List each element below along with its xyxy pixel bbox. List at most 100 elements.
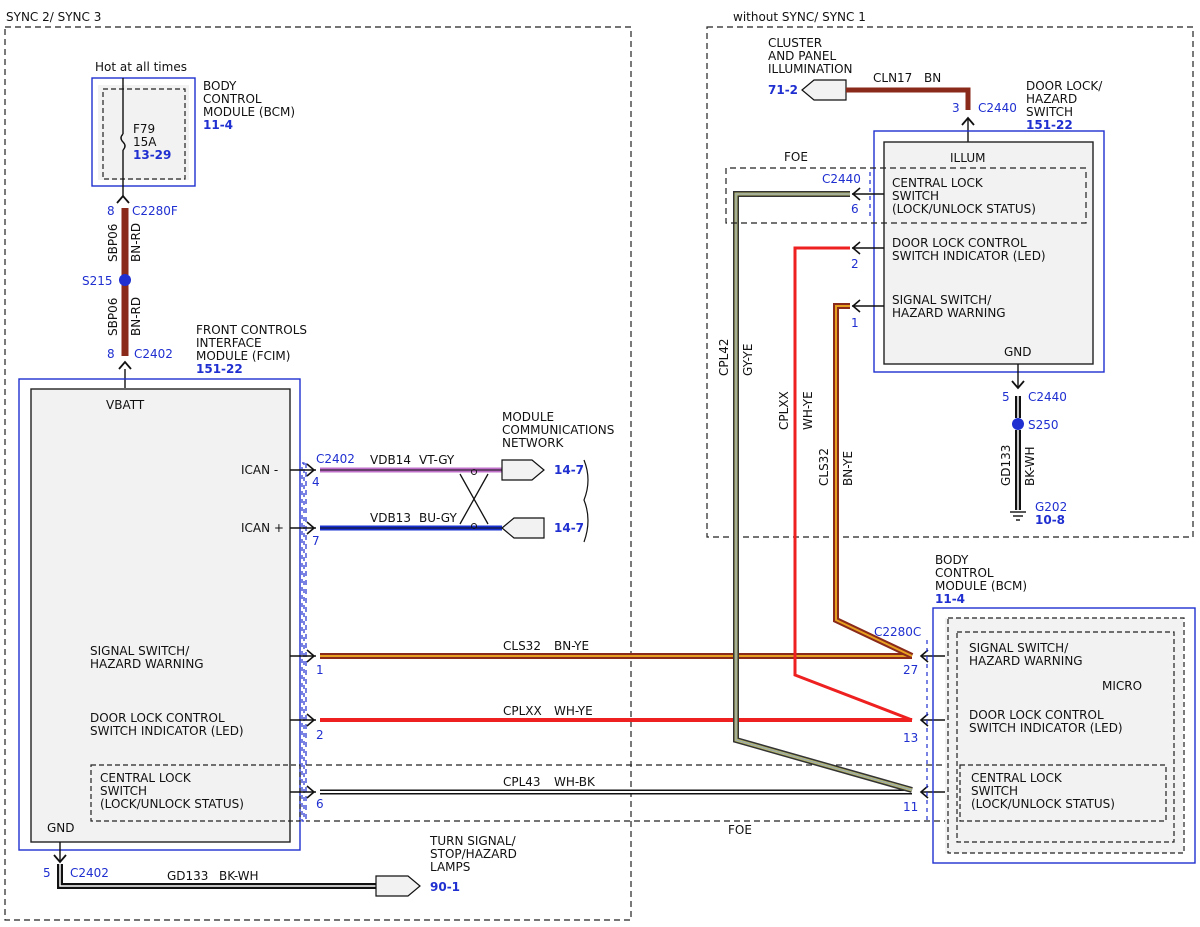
dlhs-signal-switch-2: HAZARD WARNING [892, 306, 1006, 320]
turn-signal-label-1: TURN SIGNAL/ [429, 834, 517, 848]
fcim-vbatt: VBATT [106, 398, 145, 412]
turn-signal-label-3: LAMPS [430, 860, 470, 874]
vdb14-color: VT-GY [419, 453, 455, 467]
fcim-central-lock-2: SWITCH [100, 784, 147, 798]
dlhs-illum: ILLUM [950, 151, 985, 165]
pin-6-left: 6 [316, 797, 324, 811]
fcim-signal-switch-1: SIGNAL SWITCH/ [90, 644, 190, 658]
dlhs-module [873, 130, 1105, 373]
splice-s250-label: S250 [1028, 418, 1059, 432]
gd133-left-circuit: GD133 [167, 869, 208, 883]
cls32-circuit: CLS32 [503, 639, 541, 653]
gd133-right-circuit: GD133 [999, 445, 1013, 486]
network-ref-2[interactable]: 14-7 [554, 521, 584, 535]
connector-c2280f: C2280F [132, 204, 178, 218]
gd133-right-color: BK-WH [1023, 446, 1037, 486]
dlhs-pin-arrows [851, 187, 884, 313]
splice-s215 [119, 274, 131, 286]
bnrd-color-1: BN-RD [129, 223, 143, 262]
fuse-ref[interactable]: 13-29 [133, 148, 171, 162]
splice-s250 [1012, 418, 1024, 430]
pin-5-right: 5 [1002, 390, 1010, 404]
bcm-central-lock-3: (LOCK/UNLOCK STATUS) [971, 797, 1115, 811]
ground-symbol [1010, 511, 1026, 521]
connector-c2440-top: C2440 [978, 101, 1017, 115]
c2440-gnd-arrow [1011, 380, 1025, 390]
connector-c2280f-arrow [116, 194, 130, 204]
vdb14-circuit: VDB14 [370, 453, 411, 467]
pin-1-right: 1 [851, 316, 859, 330]
cplxx-v-circuit: CPLXX [777, 391, 791, 430]
network-label-1: MODULE [502, 410, 554, 424]
cplxx-color: WH-YE [554, 704, 593, 718]
foe-top-frame [725, 167, 1087, 224]
gd133-left-color: BK-WH [219, 869, 259, 883]
bcm-signal-switch-2: HAZARD WARNING [969, 654, 1083, 668]
wire-cln17 [846, 87, 971, 110]
bcm-micro: MICRO [1102, 679, 1142, 693]
pin-2-right: 2 [851, 257, 859, 271]
bnrd-color-2: BN-RD [129, 297, 143, 336]
wire-cpl43 [290, 785, 958, 799]
illum-connector-shape [801, 79, 847, 101]
pin-8-top: 8 [107, 204, 115, 218]
splice-s215-label: S215 [82, 274, 113, 288]
dlhs-central-lock-3: (LOCK/UNLOCK STATUS) [892, 202, 1036, 216]
fuse-name: F79 [133, 122, 155, 136]
pin-27: 27 [903, 663, 918, 677]
cls32-v-circuit: CLS32 [817, 448, 831, 486]
bcm-central-lock-1: CENTRAL LOCK [971, 771, 1063, 785]
connector-c2440-gnd: C2440 [1028, 390, 1067, 404]
connector-c2402-column [301, 462, 305, 822]
pin-6-right: 6 [851, 202, 859, 216]
pin-11: 11 [903, 800, 918, 814]
dlhs-label-2: HAZARD [1026, 92, 1077, 106]
bcm-door-lock-1: DOOR LOCK CONTROL [969, 708, 1104, 722]
connector-c2440-mid: C2440 [822, 172, 861, 186]
wire-gd133-left [57, 864, 421, 897]
wire-cplxx [290, 246, 958, 727]
bcm-bottom-label-2: CONTROL [935, 566, 994, 580]
bcm-top-ref[interactable]: 11-4 [203, 118, 233, 132]
network-label-2: COMMUNICATIONS [502, 423, 614, 437]
fcim-signal-switch-2: HAZARD WARNING [90, 657, 204, 671]
dlhs-ref[interactable]: 151-22 [1026, 118, 1073, 132]
cpl43-color: WH-BK [554, 775, 596, 789]
fcim-central-lock-3: (LOCK/UNLOCK STATUS) [100, 797, 244, 811]
ground-ref[interactable]: 10-8 [1035, 513, 1065, 527]
turn-signal-ref[interactable]: 90-1 [430, 880, 460, 894]
fcim-module [18, 378, 301, 851]
fuse-rating: 15A [133, 135, 157, 149]
dlhs-central-lock-1: CENTRAL LOCK [892, 176, 984, 190]
bcm-central-lock-2: SWITCH [971, 784, 1018, 798]
dlhs-label-3: SWITCH [1026, 105, 1073, 119]
cplxx-circuit: CPLXX [503, 704, 542, 718]
fcim-label-2: INTERFACE [196, 336, 262, 350]
bcm-signal-switch-1: SIGNAL SWITCH/ [969, 641, 1069, 655]
bcm-bottom-label-1: BODY [935, 553, 969, 567]
cpl42-circuit: CPL42 [717, 338, 731, 376]
dlhs-label-1: DOOR LOCK/ [1026, 79, 1103, 93]
bcm-bottom-ref[interactable]: 11-4 [935, 592, 965, 606]
dlhs-door-lock-2: SWITCH INDICATOR (LED) [892, 249, 1046, 263]
dlhs-signal-switch-1: SIGNAL SWITCH/ [892, 293, 992, 307]
network-ref-1[interactable]: 14-7 [554, 463, 584, 477]
bcm-top-label-2: CONTROL [203, 92, 262, 106]
fcim-central-lock-1: CENTRAL LOCK [100, 771, 192, 785]
bcm-top-label-3: MODULE (BCM) [203, 105, 295, 119]
illum-ref[interactable]: 71-2 [768, 83, 798, 97]
dlhs-central-lock-2: SWITCH [892, 189, 939, 203]
fcim-ref[interactable]: 151-22 [196, 362, 243, 376]
fcim-ican-plus: ICAN + [241, 521, 284, 535]
network-label-3: NETWORK [502, 436, 565, 450]
illum-label-2: AND PANEL [768, 49, 836, 63]
cls32-v-color: BN-YE [841, 451, 855, 486]
connector-c2402-arrow [118, 360, 132, 370]
fcim-label-3: MODULE (FCIM) [196, 349, 290, 363]
foe-top-label: FOE [784, 150, 808, 164]
cln17-circuit: CLN17 [873, 71, 912, 85]
pin-5-left: 5 [43, 866, 51, 880]
sbp06-circuit-2: SBP06 [106, 298, 120, 336]
illum-label-3: ILLUMINATION [768, 62, 853, 76]
